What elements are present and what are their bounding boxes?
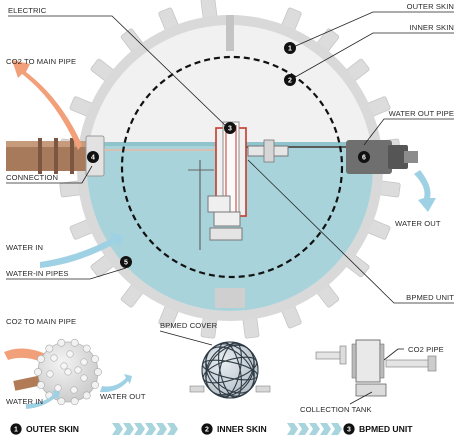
bottom-label-co2-main-pipe: CO2 TO MAIN PIPE <box>6 317 76 326</box>
svg-text:1: 1 <box>14 427 18 434</box>
sphere-nub <box>37 355 45 363</box>
inner-skin-dashed-outline <box>120 55 344 279</box>
svg-text:5: 5 <box>124 260 128 267</box>
sphere-nub <box>70 338 79 347</box>
sphere-nub <box>80 374 88 382</box>
inner-skin-mesh-sphere <box>159 330 271 399</box>
sphere-nub <box>91 381 99 389</box>
step-chevron <box>320 423 331 435</box>
sphere-nub <box>54 384 62 392</box>
step-arrows <box>112 423 342 435</box>
label-water-out: WATER OUT <box>395 219 441 228</box>
svg-text:2: 2 <box>205 427 209 434</box>
mesh-line <box>218 341 242 399</box>
sphere-nub <box>50 354 58 362</box>
step-chevron <box>112 423 123 435</box>
sphere-nub <box>37 381 45 389</box>
sphere-nub <box>64 368 72 376</box>
sphere-nub <box>70 397 79 406</box>
mesh-line <box>205 343 255 397</box>
label-electric: ELECTRIC <box>8 6 47 15</box>
sphere-nub <box>91 355 99 363</box>
svg-text:3: 3 <box>347 427 351 434</box>
marker-5: 5 <box>120 256 132 268</box>
label-inner-skin: INNER SKIN <box>410 23 454 32</box>
marker-4: 4 <box>87 151 99 163</box>
label-water-in: WATER IN <box>6 243 43 252</box>
step-1: 1 OUTER SKIN <box>10 423 79 435</box>
step-chevron <box>331 423 342 435</box>
label-connection: CONNECTION <box>6 173 58 182</box>
svg-text:4: 4 <box>91 155 95 162</box>
bpmed-unit-mini <box>315 339 437 405</box>
marker-6: 6 <box>358 151 370 163</box>
sphere-nub <box>57 338 66 347</box>
step-2: 2 INNER SKIN <box>201 423 267 435</box>
main-section <box>6 0 454 339</box>
mesh-line <box>218 341 242 399</box>
svg-text:1: 1 <box>288 46 292 53</box>
bottom-label-water-out: WATER OUT <box>100 392 146 401</box>
step-chevron <box>145 423 156 435</box>
outer-skin-sphere-illustration <box>4 338 132 409</box>
marker-2: 2 <box>284 74 296 86</box>
sphere-nub <box>82 344 91 353</box>
step-chevron <box>298 423 309 435</box>
sphere-nub <box>66 350 74 358</box>
sphere-nub <box>45 344 54 353</box>
step-3-label: BPMED UNIT <box>359 424 413 434</box>
step-chevron <box>156 423 167 435</box>
sphere-nub <box>46 370 54 378</box>
step-chevron <box>167 423 178 435</box>
connection-pipe <box>6 135 230 177</box>
label-co2-main-pipe: CO2 TO MAIN PIPE <box>6 57 76 66</box>
sphere-nub <box>82 391 91 400</box>
mini-water-out-arrow <box>100 374 132 393</box>
bottom-label-co2-pipe: CO2 PIPE <box>408 345 444 354</box>
mini-pipe <box>13 375 43 391</box>
svg-text:6: 6 <box>362 155 366 162</box>
sphere-nub <box>70 386 78 394</box>
svg-text:2: 2 <box>288 78 292 85</box>
step-chevron <box>123 423 134 435</box>
sphere-nub <box>80 358 88 366</box>
co2-out-arrow <box>12 60 82 150</box>
sphere-nub <box>94 368 102 376</box>
sphere-nub <box>60 362 68 370</box>
step-3: 3 BPMED UNIT <box>343 423 413 435</box>
step-chevron <box>309 423 320 435</box>
water-out-arrow <box>414 170 436 212</box>
mesh-line <box>202 356 258 384</box>
marker-1: 1 <box>284 42 296 54</box>
svg-text:3: 3 <box>228 126 232 133</box>
bottom-sequence: CO2 TO MAIN PIPE WATER IN WATER OUT BPME… <box>4 317 444 435</box>
bottom-label-bpmed-cover: BPMED COVER <box>160 321 218 330</box>
step-chevron <box>134 423 145 435</box>
leader-lines <box>6 11 454 304</box>
label-water-in-pipes: WATER-IN PIPES <box>6 269 69 278</box>
mini-sphere-nubs <box>34 338 102 406</box>
sphere-nub <box>74 366 82 374</box>
marker-3: 3 <box>224 122 236 134</box>
rim-sockets <box>215 15 245 308</box>
mini-water-in-arrow <box>26 390 60 409</box>
step-2-label: INNER SKIN <box>217 424 267 434</box>
bpmed-unit-assembly <box>188 121 289 250</box>
mesh-line <box>205 343 255 397</box>
water-in-arrow <box>40 232 124 268</box>
label-bpmed-unit: BPMED UNIT <box>406 293 454 302</box>
mesh-line <box>202 359 258 381</box>
step-1-label: OUTER SKIN <box>26 424 79 434</box>
step-chevron <box>287 423 298 435</box>
label-water-out-pipe: WATER OUT PIPE <box>389 109 454 118</box>
label-outer-skin: OUTER SKIN <box>407 2 454 11</box>
sphere-nub <box>34 368 42 376</box>
sphere-nub <box>57 397 66 406</box>
bottom-label-water-in: WATER IN <box>6 397 43 406</box>
mesh-outline <box>201 341 259 399</box>
bottom-label-collection-tank: COLLECTION TANK <box>300 405 372 414</box>
